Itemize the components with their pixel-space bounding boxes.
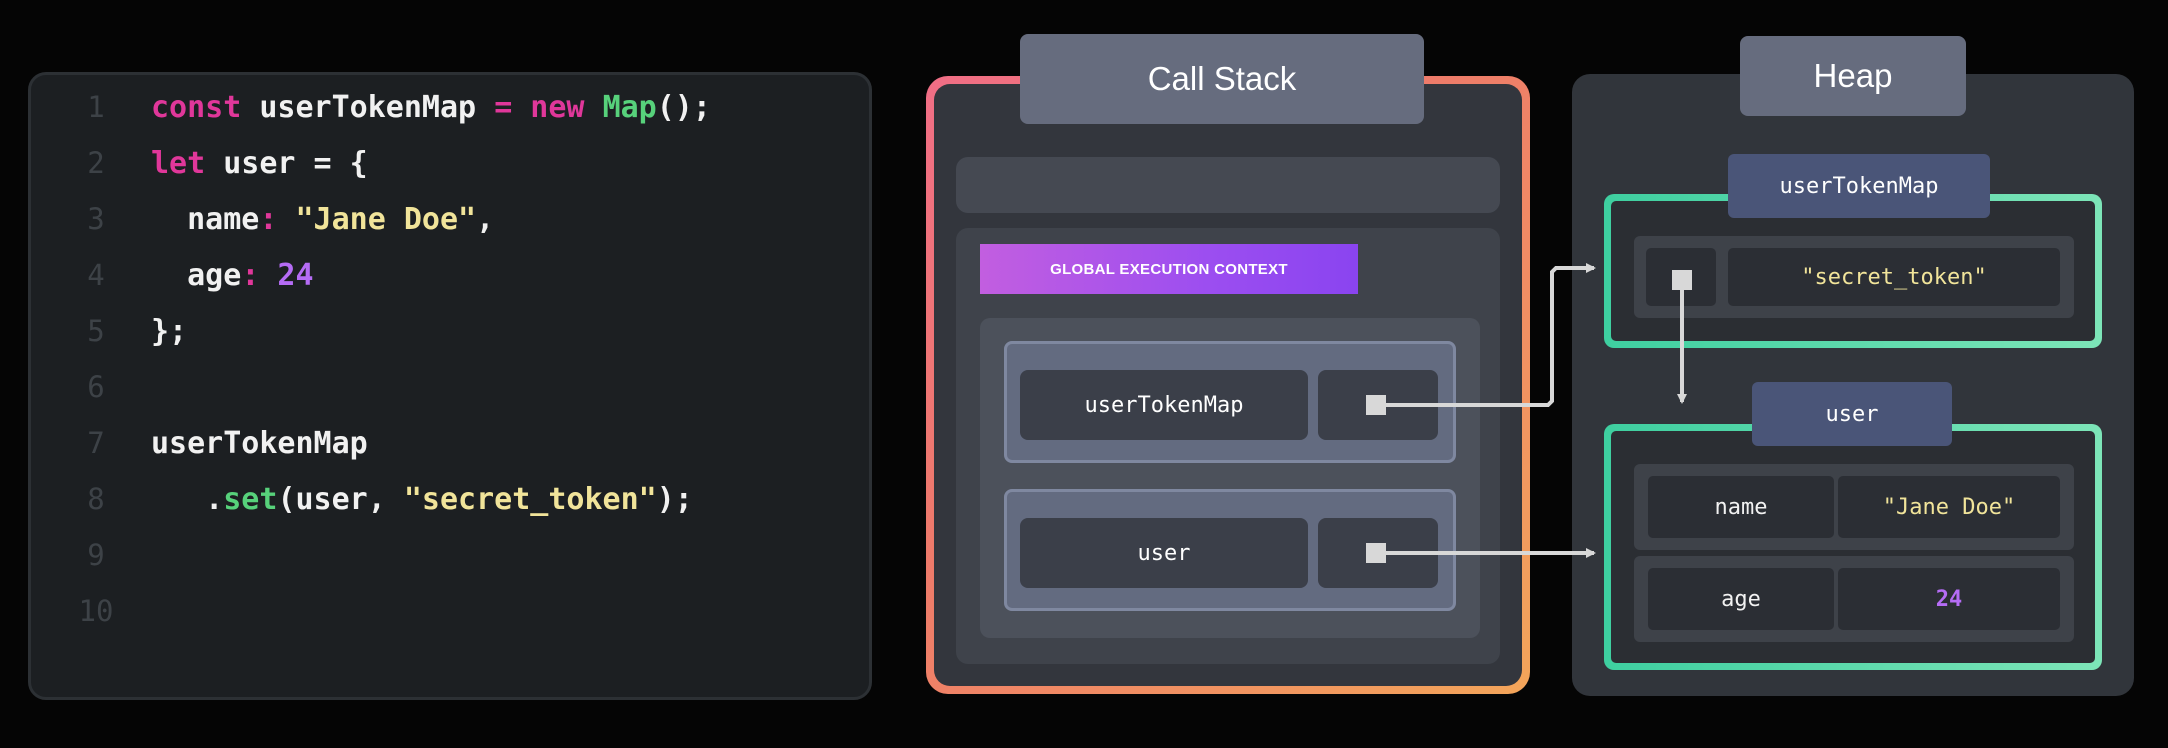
property-value: "Jane Doe" [1838, 476, 2060, 538]
line-number: 8 [87, 482, 105, 516]
stack-var-name: userTokenMap [1020, 370, 1308, 440]
line-number: 3 [87, 202, 105, 236]
pointer-dot [1366, 395, 1386, 415]
context-label: GLOBAL EXECUTION CONTEXT [980, 244, 1358, 294]
code-text: let user = { [151, 145, 368, 181]
heap-object-label: userTokenMap [1728, 154, 1990, 218]
line-number: 1 [87, 90, 105, 124]
code-editor: 1 const userTokenMap = new Map(); 2 let … [28, 72, 872, 700]
line-number: 2 [87, 146, 105, 180]
line-number: 5 [87, 314, 105, 348]
stack-var-name: user [1020, 518, 1308, 588]
code-text: age: 24 [151, 257, 314, 293]
code-text: name: "Jane Doe", [151, 201, 495, 237]
line-number: 9 [87, 538, 105, 572]
line-number: 4 [87, 258, 105, 292]
line-number: 7 [87, 426, 105, 460]
pointer-dot [1366, 543, 1386, 563]
map-entry-value: "secret_token" [1728, 248, 2060, 306]
property-key: age [1648, 568, 1834, 630]
code-text: .set(user, "secret_token"); [151, 481, 693, 517]
property-value: 24 [1838, 568, 2060, 630]
call-stack-title: Call Stack [1020, 34, 1424, 124]
code-text: userTokenMap [151, 425, 368, 461]
code-text: }; [151, 313, 188, 349]
code-text: const userTokenMap = new Map(); [151, 89, 711, 125]
property-key: name [1648, 476, 1834, 538]
pointer-dot [1672, 270, 1692, 290]
line-number: 10 [78, 594, 114, 628]
heap-title: Heap [1740, 36, 1966, 116]
empty-stack-slot [956, 157, 1500, 213]
line-number: 6 [87, 370, 105, 404]
arrow-usertokenmap-to-map [1386, 263, 1596, 407]
heap-object-label: user [1752, 382, 1952, 446]
